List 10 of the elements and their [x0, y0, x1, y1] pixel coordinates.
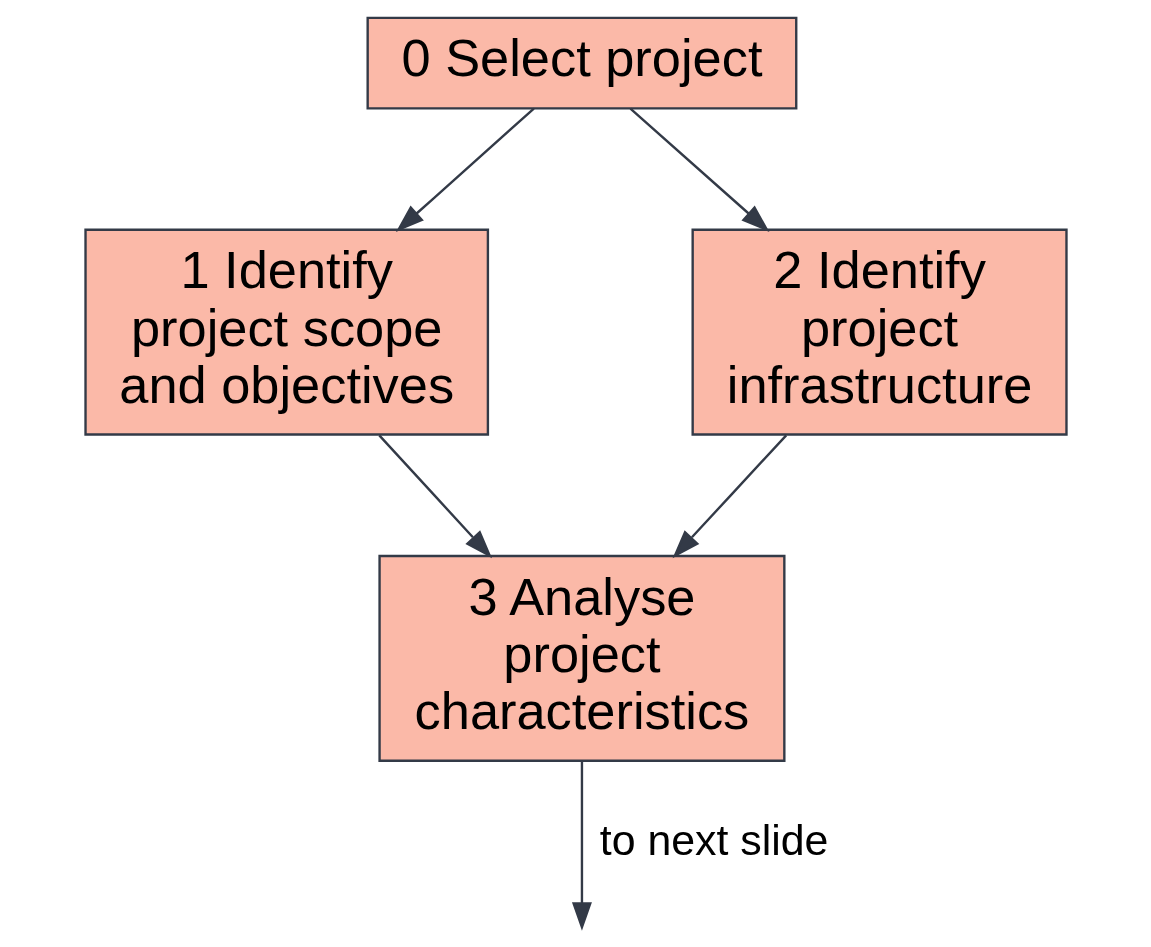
node-box: 3 Analyse project characteristics [377, 554, 786, 762]
node-box: 1 Identify project scope and objectives [83, 228, 489, 436]
node-box: 2 Identify project infrastructure [690, 228, 1068, 436]
arrow [377, 434, 492, 559]
arrow [395, 107, 535, 233]
arrow [672, 434, 787, 559]
node-box: 0 Select project [366, 16, 797, 110]
arrow [629, 107, 769, 233]
edge-label: to next slide [599, 815, 828, 864]
arrow [571, 760, 592, 931]
